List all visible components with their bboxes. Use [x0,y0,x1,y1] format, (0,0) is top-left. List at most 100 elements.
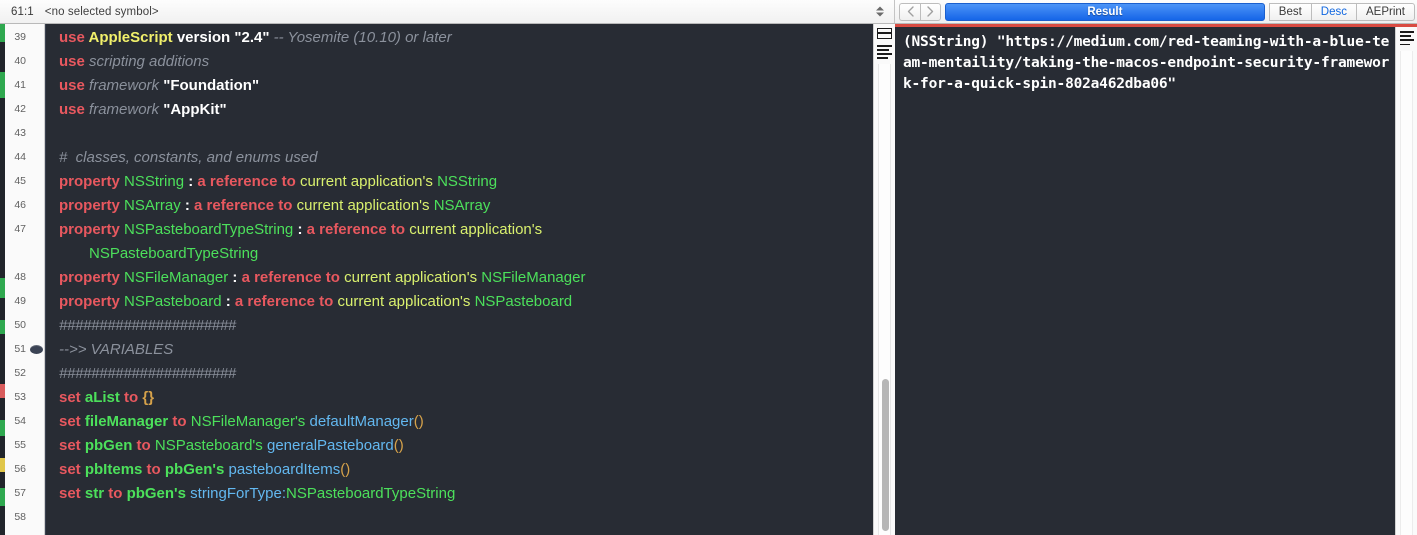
code-line-wrapped[interactable]: NSPasteboardTypeString [59,242,873,266]
code-token: property [59,293,120,310]
code-line[interactable]: ###################### [59,314,873,338]
main-area: 39 40 41 42 43 44 45 46 47 48 49 50 51 52 53 54 55 56 57 58… [0,24,1417,535]
result-tab-button[interactable]: Result [945,2,1265,21]
top-toolbar: 61:1 <no selected symbol> Result Best De… [0,0,1417,24]
line-number[interactable]: 50 [14,319,26,331]
change-marker [0,398,5,420]
code-line[interactable]: ###################### [59,362,873,386]
line-number[interactable]: 55 [14,439,26,451]
code-line[interactable]: set str to pbGen's stringForType:NSPaste… [59,482,873,506]
code-line[interactable]: -->> VARIABLES [59,338,873,362]
change-marker [0,278,5,298]
code-token: to [146,461,161,478]
line-number[interactable]: 47 [14,223,26,235]
editor-scrollbar-track[interactable] [878,64,891,535]
line-number[interactable]: 42 [14,103,26,115]
code-line[interactable]: set fileManager to NSFileManager's defau… [59,410,873,434]
code-line[interactable]: set pbItems to pbGen's pasteboardItems() [59,458,873,482]
editor-scrollbar-thumb[interactable] [882,379,889,531]
line-number[interactable]: 56 [14,463,26,475]
code-token: NSPasteboardTypeString [286,485,456,502]
change-marker [0,458,5,472]
code-token: generalPasteboard [266,437,394,454]
line-number[interactable]: 54 [14,415,26,427]
line-number[interactable]: 58 [14,511,26,523]
view-mode-best-button[interactable]: Best [1268,2,1311,21]
code-token: stringForType: [190,485,287,502]
code-token: NSPasteboardTypeString [124,221,294,238]
symbol-stepper-icon[interactable] [874,3,886,20]
code-line[interactable]: property NSPasteboardTypeString : a refe… [59,218,873,242]
code-token: property [59,173,120,190]
source-code[interactable]: use AppleScript version "2.4" -- Yosemit… [59,26,873,530]
rectangle-outline-icon[interactable] [877,28,892,39]
line-number-gutter[interactable]: 39 40 41 42 43 44 45 46 47 48 49 50 51 52 53 54 55 56 57 58 [5,24,45,535]
lines-list-icon[interactable] [1400,31,1414,48]
view-mode-aeprint-button[interactable]: AEPrint [1356,2,1415,21]
result-scrollbar-track[interactable] [1400,51,1413,535]
code-token: NSPasteboard [124,293,222,310]
line-number[interactable]: 49 [14,295,26,307]
code-token: NSFileManager's [190,413,306,430]
code-token: str [84,485,105,502]
code-token: # classes, constants, and enums used [59,149,318,166]
view-mode-desc-button[interactable]: Desc [1310,2,1356,21]
code-token: current application's [409,221,543,238]
line-number[interactable]: 41 [14,79,26,91]
line-column-indicator: 61:1 [11,5,34,18]
line-number[interactable]: 40 [14,55,26,67]
change-marker [0,298,5,320]
code-token: property [59,197,120,214]
change-marker [0,320,5,334]
chevron-left-icon[interactable] [899,2,920,21]
code-line[interactable]: # classes, constants, and enums used [59,146,873,170]
code-line[interactable]: use scripting additions [59,50,873,74]
code-line[interactable]: set pbGen to NSPasteboard's generalPaste… [59,434,873,458]
code-token: pasteboardItems [228,461,341,478]
code-token: scripting additions [89,53,210,70]
line-number[interactable]: 51 [14,343,26,355]
code-line[interactable]: use framework "AppKit" [59,98,873,122]
code-line[interactable] [59,506,873,530]
line-number[interactable]: 46 [14,199,26,211]
line-number[interactable]: 45 [14,175,26,187]
line-number[interactable]: 48 [14,271,26,283]
line-number[interactable]: 43 [14,127,26,139]
change-marker [0,24,5,42]
code-token: property [59,221,120,238]
result-panel: (NSString) "https://medium.com/red-teami… [895,24,1417,535]
change-marker [0,98,5,278]
code-token: to [172,413,187,430]
code-line[interactable]: set aList to {} [59,386,873,410]
code-line[interactable]: property NSArray : a reference to curren… [59,194,873,218]
code-token: ###################### [59,365,236,382]
code-line[interactable]: property NSPasteboard : a reference to c… [59,290,873,314]
line-number[interactable]: 53 [14,391,26,403]
line-number[interactable]: 52 [14,367,26,379]
code-token: a reference to [194,197,293,214]
breakpoint-marker[interactable] [30,345,43,354]
code-token: -->> VARIABLES [59,341,174,358]
code-token: aList [84,389,120,406]
result-right-gutter[interactable] [1395,27,1417,535]
code-token: a reference to [241,269,340,286]
change-marker [0,384,5,398]
code-line[interactable]: property NSFileManager : a reference to … [59,266,873,290]
line-number[interactable]: 44 [14,151,26,163]
code-line[interactable] [59,122,873,146]
code-token: pbGen's [164,461,225,478]
code-line[interactable]: use AppleScript version "2.4" -- Yosemit… [59,26,873,50]
code-line[interactable]: property NSString : a reference to curre… [59,170,873,194]
change-marker [0,72,5,98]
line-number[interactable]: 39 [14,31,26,43]
code-editor[interactable]: use AppleScript version "2.4" -- Yosemit… [45,24,873,535]
history-nav-group [899,2,941,21]
code-line[interactable]: use framework "Foundation" [59,74,873,98]
lines-list-icon[interactable] [877,45,892,59]
code-token: NSFileManager [481,269,586,286]
code-token: () [340,461,351,478]
line-number[interactable]: 57 [14,487,26,499]
code-token: NSPasteboard's [154,437,263,454]
editor-right-gutter[interactable] [873,24,895,535]
chevron-right-icon[interactable] [920,2,941,21]
